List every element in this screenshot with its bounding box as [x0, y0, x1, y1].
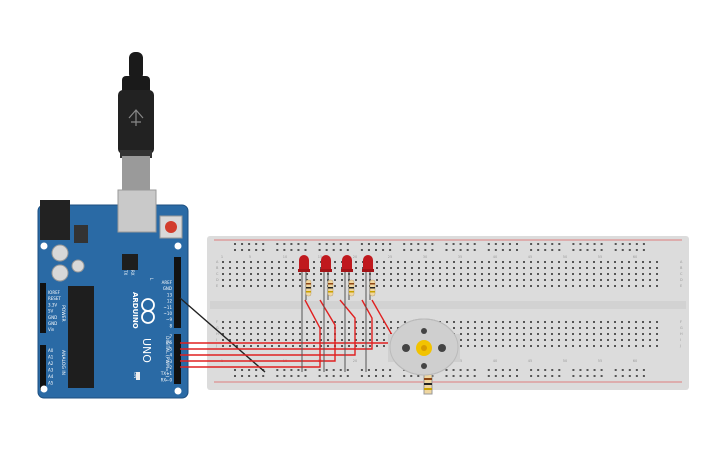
column-number: 20	[353, 255, 357, 259]
usb-cable[interactable]	[118, 52, 154, 190]
column-number: 30	[423, 255, 427, 259]
column-number: 45	[528, 255, 532, 259]
row-letter: C	[216, 272, 219, 276]
pin-label: GND	[48, 315, 57, 320]
column-number: 45	[528, 359, 532, 363]
arduino-logo-icon	[141, 298, 155, 324]
pin-label: ~11	[164, 305, 173, 310]
pin-label: GND	[163, 286, 172, 291]
pin-label: 13	[167, 292, 173, 297]
row-letter: C	[680, 272, 683, 276]
wire-red-pin-4[interactable]	[180, 299, 356, 356]
pin-label: 5V	[48, 309, 54, 314]
column-number: 55	[598, 359, 602, 363]
pin-label: IOREF	[48, 290, 61, 295]
row-letter: H	[680, 332, 683, 336]
row-letter: H	[216, 332, 219, 336]
pin-label: 4	[169, 353, 172, 358]
row-letter: A	[216, 260, 219, 264]
arduino-model-label: UNO	[140, 338, 153, 363]
row-letter: D	[216, 278, 219, 282]
row-letter: I	[216, 338, 217, 342]
column-number: 10	[283, 255, 287, 259]
pin-label: A3	[48, 368, 54, 373]
row-letter: G	[680, 326, 683, 330]
wire-red-pin-5[interactable]	[180, 299, 373, 350]
digital-header-label: DIGITAL (PWM=~)	[164, 336, 170, 377]
resistor-4[interactable]	[369, 279, 376, 297]
pin-label: A4	[48, 374, 54, 379]
column-number: 60	[633, 255, 637, 259]
pin-label: RESET	[48, 296, 61, 301]
row-letter: D	[680, 278, 683, 282]
column-number: 40	[493, 255, 497, 259]
motor-gear-icon	[416, 340, 432, 356]
row-letter: G	[216, 326, 219, 330]
on-led-label: ON	[133, 372, 138, 378]
pin-label: GND	[48, 321, 57, 326]
row-letter: B	[680, 266, 683, 270]
dc-motor[interactable]	[388, 318, 460, 395]
pin-label: 12	[167, 299, 173, 304]
pin-label: ~5	[166, 346, 172, 351]
resistor-2[interactable]	[327, 279, 334, 297]
row-letter: F	[216, 320, 218, 324]
column-number: 50	[563, 255, 567, 259]
column-number: 20	[353, 359, 357, 363]
column-number: 5	[249, 255, 251, 259]
power-header-label: POWER	[60, 305, 66, 322]
pin-label: ~6	[166, 340, 172, 345]
pin-label: RX←0	[161, 377, 173, 382]
pin-label: 7	[169, 334, 172, 339]
tx-led-label: TX	[123, 269, 128, 275]
pin-label: ~3	[166, 359, 172, 364]
column-number: 1	[221, 255, 223, 259]
wire-red-pin-2[interactable]	[180, 299, 321, 368]
row-letter: E	[680, 284, 682, 288]
column-number: 55	[598, 255, 602, 259]
column-number: 60	[633, 359, 637, 363]
wire-red-motor[interactable]	[371, 299, 393, 336]
pin-label: ~10	[164, 311, 173, 316]
pin-label: 2	[169, 365, 172, 370]
resistor-3[interactable]	[348, 279, 355, 297]
row-letter: E	[216, 284, 218, 288]
column-number: 15	[318, 255, 322, 259]
rx-led-label: RX	[130, 270, 135, 276]
analog-header-label: ANALOG IN	[60, 350, 66, 375]
pin-label: A2	[48, 361, 54, 366]
column-number: 40	[493, 359, 497, 363]
pin-label: 3.3V	[48, 302, 57, 307]
l-led-label: L	[149, 278, 154, 281]
column-number: 25	[388, 255, 392, 259]
pin-label: TX→1	[160, 371, 173, 376]
column-number: 50	[563, 359, 567, 363]
wire-black-gnd[interactable]	[179, 297, 266, 373]
wire-red-pin-3[interactable]	[180, 299, 336, 362]
row-letter: A	[680, 260, 683, 264]
usb-symbol-icon	[128, 109, 144, 126]
row-letter: J	[215, 344, 217, 348]
pin-label: 8	[169, 323, 172, 328]
arduino-uno-board[interactable]: ARDUINO UNO ON TX RX L POWER ANALOG IN D…	[37, 189, 189, 399]
row-letter: I	[680, 338, 681, 342]
pin-label: A1	[48, 355, 54, 360]
pin-label: A0	[48, 348, 54, 353]
row-letter: J	[679, 344, 681, 348]
arduino-brand-label: ARDUINO	[131, 292, 139, 329]
pin-label: Vin	[48, 327, 55, 332]
row-letter: F	[680, 320, 682, 324]
row-letter: B	[216, 266, 219, 270]
pin-label: A5	[48, 381, 54, 386]
reset-button[interactable]	[165, 221, 177, 233]
column-number: 35	[458, 255, 462, 259]
resistor-1[interactable]	[305, 279, 312, 297]
pin-label: ~9	[166, 317, 172, 322]
pin-label: AREF	[162, 280, 173, 285]
